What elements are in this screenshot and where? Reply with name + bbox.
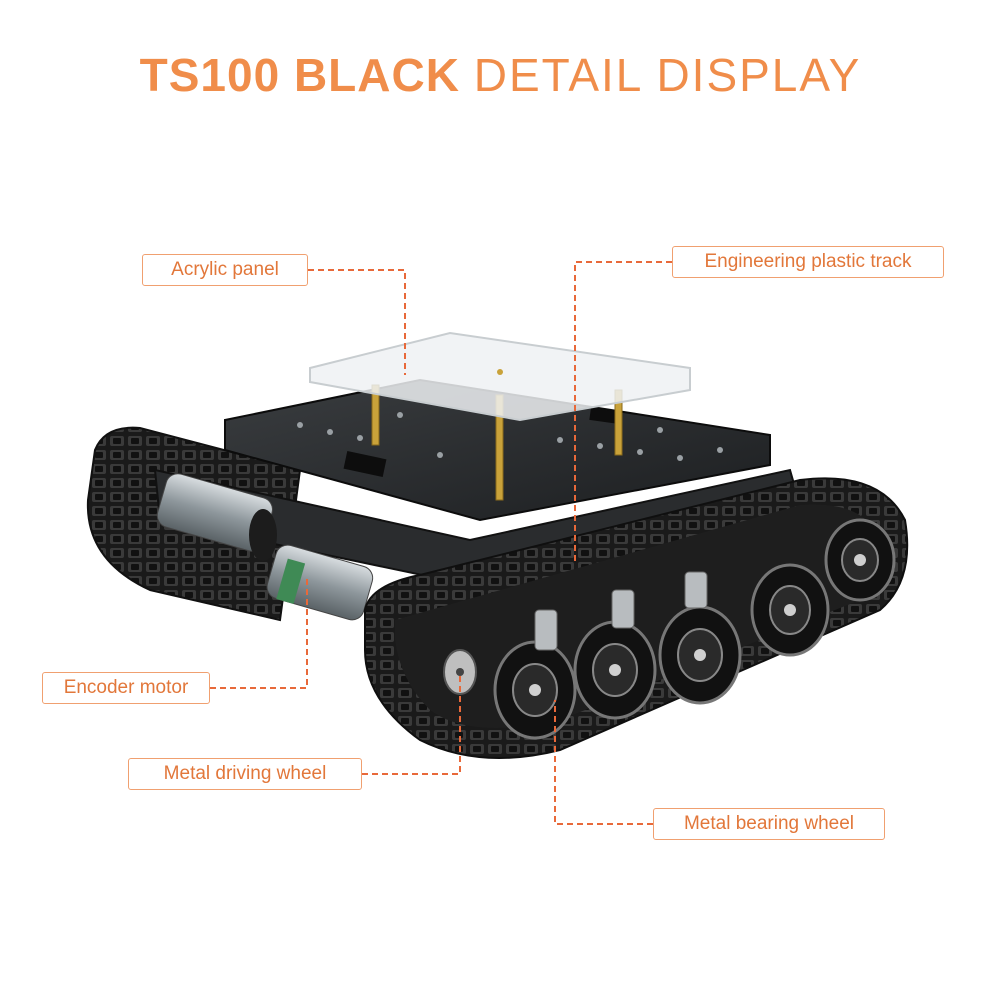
leader-engineering-track: [574, 261, 672, 565]
encoder-motor-lower: [266, 544, 374, 621]
callout-engineering-plastic-track: Engineering plastic track: [672, 246, 944, 278]
callout-metal-driving-wheel: Metal driving wheel: [128, 758, 362, 790]
encoder-motor-upper: [156, 473, 277, 561]
suspension-brackets: [534, 571, 708, 651]
driving-wheel: [443, 649, 477, 695]
callout-acrylic-panel: Acrylic panel: [142, 254, 308, 286]
wheel-5: [824, 518, 896, 602]
wheel-1: [493, 640, 577, 740]
leader-bearing-wheel: [554, 700, 653, 825]
wheel-4: [750, 563, 830, 657]
leader-lines: [210, 261, 672, 825]
wheel-3: [658, 605, 742, 705]
leader-encoder-motor: [210, 575, 308, 689]
leader-driving-wheel: [362, 675, 461, 775]
wheel-2: [573, 620, 657, 720]
leader-acrylic-panel: [308, 269, 406, 375]
title-model: TS100 BLACK: [139, 49, 460, 101]
title-subtitle: DETAIL DISPLAY: [473, 49, 862, 101]
callout-metal-bearing-wheel: Metal bearing wheel: [653, 808, 885, 840]
callout-encoder-motor: Encoder motor: [42, 672, 210, 704]
page-title: TS100 BLACK DETAIL DISPLAY: [0, 48, 1001, 102]
